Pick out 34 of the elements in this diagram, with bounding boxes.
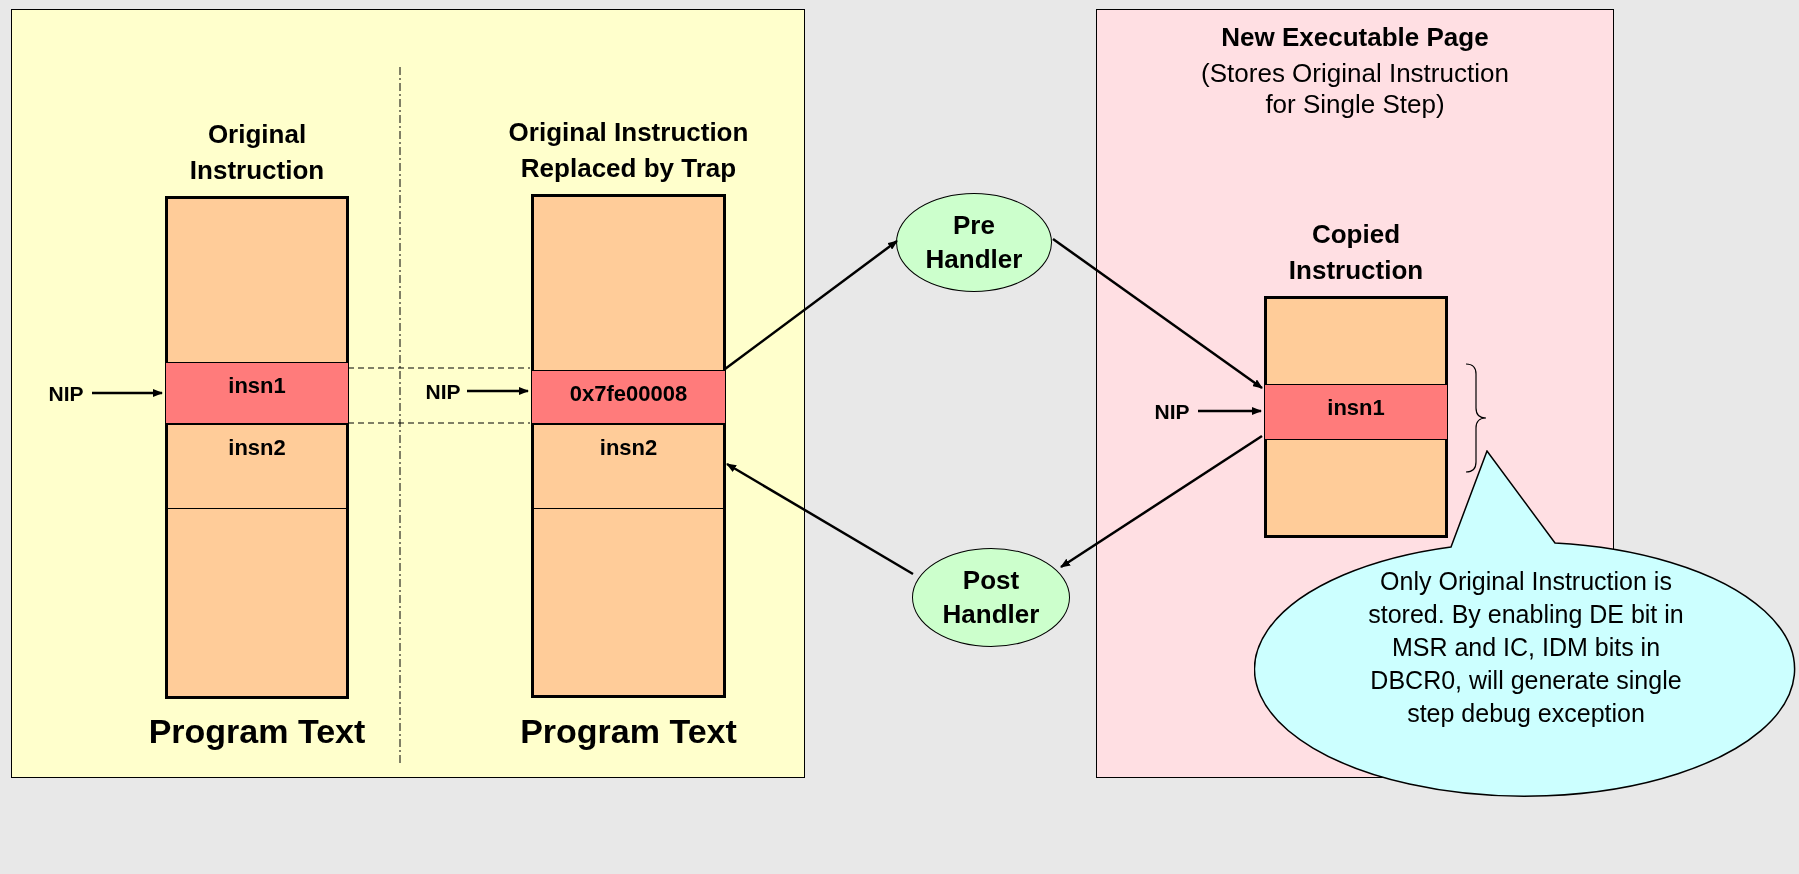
cell-text: 0x7fe00008 — [568, 381, 689, 407]
memory-cell — [1264, 384, 1448, 440]
pointer-label: NIP — [41, 378, 91, 410]
arrow — [1198, 407, 1262, 415]
column-heading: Original Instruction Replaced by Trap — [507, 116, 750, 185]
panel — [11, 9, 805, 778]
arrow — [724, 240, 898, 370]
arrow — [1052, 238, 1263, 389]
cell-text: insn1 — [227, 373, 287, 399]
pointer-label: NIP — [1147, 396, 1197, 428]
pointer-label: NIP — [418, 376, 468, 408]
dashed-line — [347, 367, 531, 369]
arrow — [92, 389, 163, 397]
memory-cell — [165, 362, 349, 424]
handler-label: Pre Handler — [924, 209, 1024, 276]
panel-heading: New Executable Page — [1220, 22, 1490, 53]
arrow — [726, 462, 914, 576]
column-heading: Copied Instruction — [1287, 218, 1425, 287]
cell-text: insn2 — [227, 435, 287, 461]
handler-label: Post Handler — [941, 564, 1041, 631]
arrow — [1060, 434, 1263, 569]
dashed-line — [347, 422, 531, 424]
memory-cell — [531, 424, 726, 509]
column-caption: Program Text — [147, 712, 367, 751]
callout-tooltip — [1254, 450, 1798, 797]
memory-cell — [165, 424, 349, 509]
arrow — [467, 387, 529, 395]
column-caption: Program Text — [519, 712, 738, 751]
panel-subheading: (Stores Original Instruction for Single Step) — [1200, 58, 1510, 120]
cell-text: insn2 — [598, 435, 659, 461]
memory-cell — [531, 370, 726, 424]
column-heading: Original Instruction — [188, 118, 326, 187]
cell-text: insn1 — [1326, 395, 1386, 421]
callout-text: Only Original Instruction is stored. By enabling DE bit in MSR and IC, IDM bits in DBCR0, will generate single step debug exception — [1367, 566, 1685, 729]
